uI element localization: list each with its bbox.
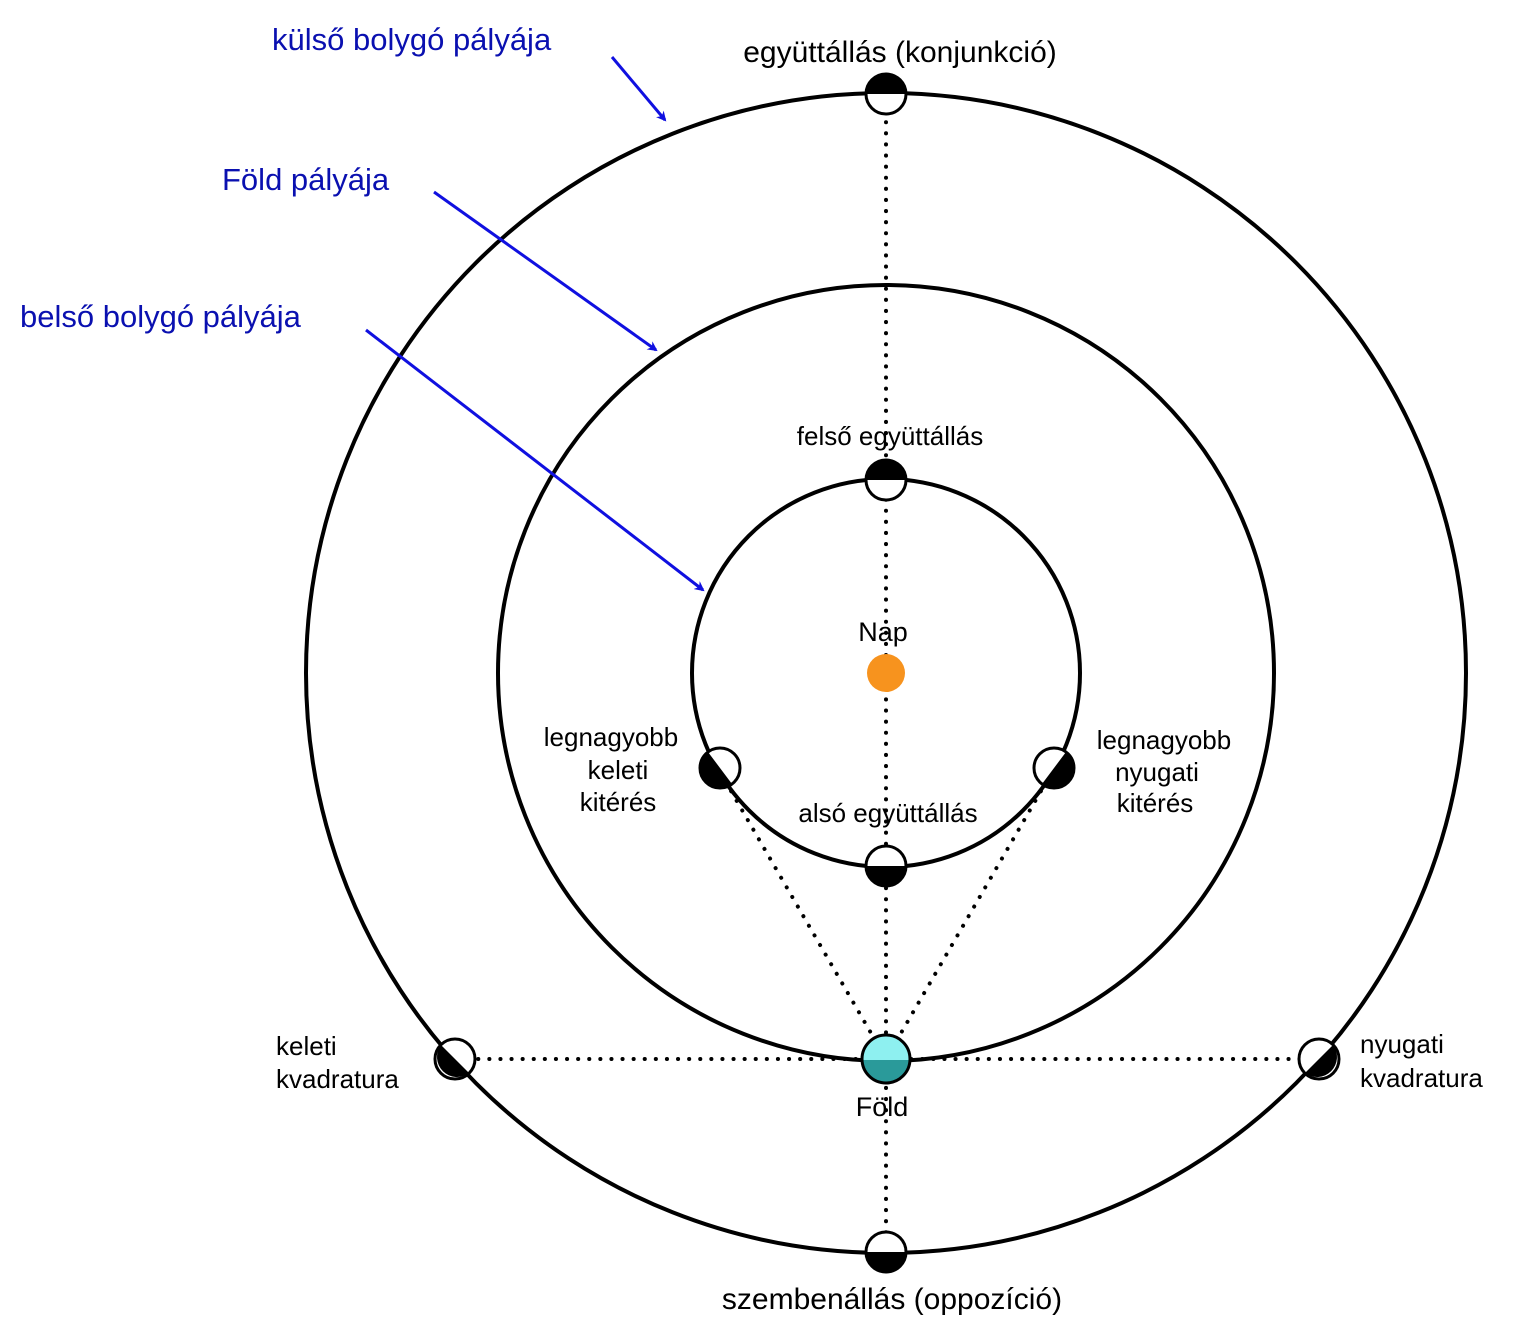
label-earth-orbit: Föld pályája <box>222 162 390 197</box>
arrow-earth-orbit <box>433 190 658 352</box>
planet-conjunction <box>864 72 908 116</box>
label-greatest-west-2: nyugati <box>1115 757 1199 787</box>
arrow-inner-orbit <box>365 328 705 592</box>
planet-opposition <box>864 1230 908 1274</box>
label-east-quadrature-1: keleti <box>276 1031 337 1061</box>
label-earth: Föld <box>856 1092 909 1122</box>
planet-greatest-east-elongation <box>698 746 742 790</box>
label-outer-orbit: külső bolygó pályája <box>272 22 552 57</box>
planet-east-quadrature <box>433 1037 477 1081</box>
planet-greatest-west-elongation <box>1032 746 1076 790</box>
label-greatest-west-1: legnagyobb <box>1097 725 1231 755</box>
label-greatest-east-1: legnagyobb <box>544 722 678 752</box>
sun <box>867 654 905 692</box>
arrow-outer-orbit <box>610 56 667 122</box>
earth <box>860 1033 912 1085</box>
label-inferior-conjunction: alsó együttállás <box>798 798 977 828</box>
planet-inferior-conjunction <box>864 844 908 888</box>
label-west-quadrature-2: kvadratura <box>1360 1063 1483 1093</box>
planet-superior-conjunction <box>864 458 908 502</box>
label-superior-conjunction: felső együttállás <box>797 421 983 451</box>
planet-west-quadrature <box>1297 1037 1341 1081</box>
label-west-quadrature-1: nyugati <box>1360 1029 1444 1059</box>
label-greatest-east-2: keleti <box>588 755 649 785</box>
label-conjunction: együttállás (konjunkció) <box>743 36 1057 69</box>
label-greatest-east-3: kitérés <box>580 787 657 817</box>
label-greatest-west-3: kitérés <box>1117 788 1194 818</box>
annotation-arrows <box>365 56 705 592</box>
label-inner-orbit: belső bolygó pályája <box>20 299 302 334</box>
label-sun: Nap <box>858 617 908 647</box>
label-opposition: szembenállás (oppozíció) <box>722 1283 1062 1316</box>
label-east-quadrature-2: kvadratura <box>276 1064 399 1094</box>
